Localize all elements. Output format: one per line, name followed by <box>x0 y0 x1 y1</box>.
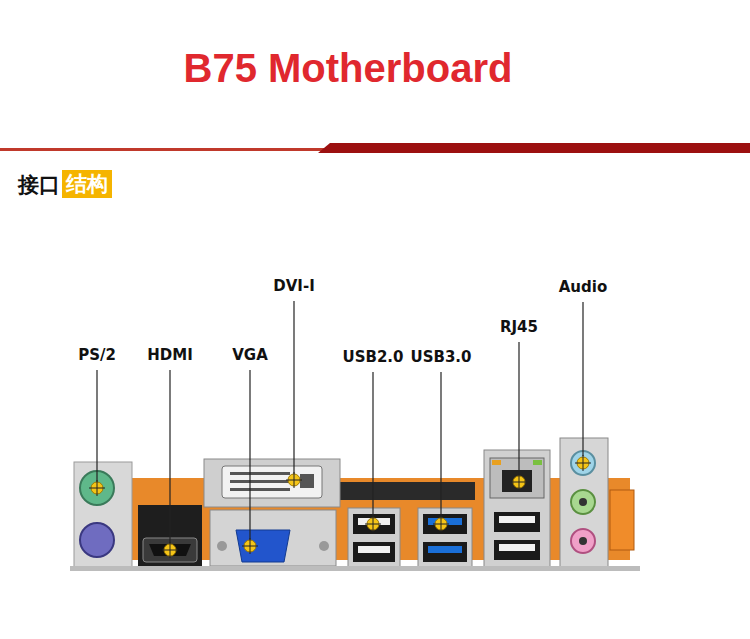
usb2-insert <box>358 546 390 553</box>
header-bar <box>318 143 750 153</box>
port-label: USB3.0 <box>411 348 472 366</box>
ps2-purple <box>80 523 114 557</box>
dvi-connector <box>222 466 322 498</box>
page-title: B75 Motherboard <box>184 44 513 92</box>
ps2-bracket <box>74 462 132 570</box>
vga-port <box>236 530 290 562</box>
usb2-port <box>353 542 395 562</box>
rj45-led <box>492 460 501 465</box>
usb-port <box>494 540 540 560</box>
audio-bracket <box>560 438 608 570</box>
usb2-port <box>353 514 395 534</box>
rj45-socket <box>502 470 532 492</box>
port-label: RJ45 <box>500 318 538 336</box>
leader-lines <box>97 301 583 544</box>
highlight-text: 结构 <box>66 171 108 197</box>
usb3-port <box>423 542 467 562</box>
port-label: USB2.0 <box>343 348 404 366</box>
port-label: Audio <box>559 278 607 296</box>
rj45-housing <box>484 450 550 568</box>
usb2-housing <box>348 508 400 568</box>
usb3-insert <box>428 546 462 553</box>
dvi-pins <box>230 472 314 491</box>
vga-screw <box>217 541 227 551</box>
audio-jack-green <box>571 490 595 514</box>
vga-housing <box>210 510 336 566</box>
usb-insert <box>499 544 535 551</box>
usb3-port <box>423 514 467 534</box>
board-part <box>340 482 475 500</box>
highlight-box: 结构 <box>62 170 112 198</box>
rj45-led <box>533 460 542 465</box>
port-label: PS/2 <box>78 346 116 364</box>
port-label: DVI-I <box>273 277 314 295</box>
board-edge <box>610 490 634 550</box>
port-label: HDMI <box>147 346 193 364</box>
usb-insert <box>499 516 535 523</box>
usb3-housing <box>418 508 472 568</box>
audio-jack-pink <box>571 529 595 553</box>
dvi-housing <box>204 459 340 507</box>
section-heading: 接口 <box>18 172 60 198</box>
port-label: VGA <box>232 346 268 364</box>
vga-screw <box>319 541 329 551</box>
rj45-port <box>490 458 544 498</box>
callout-dots <box>89 455 591 558</box>
usb-port <box>494 512 540 532</box>
panel-floor <box>70 566 640 571</box>
